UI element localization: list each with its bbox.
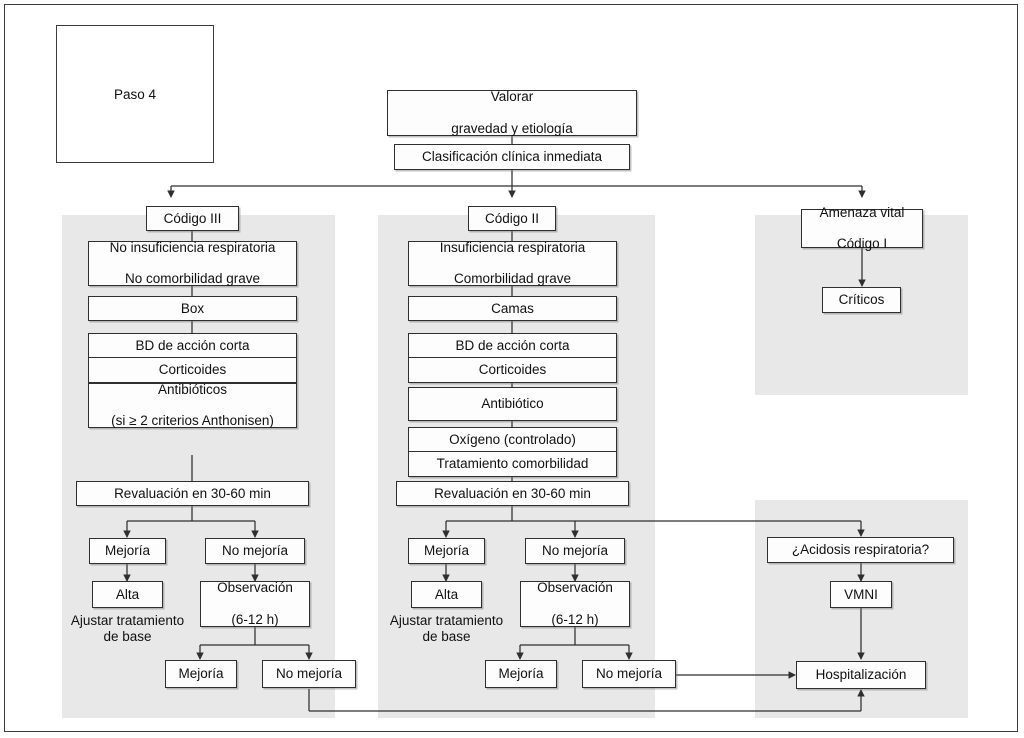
middle-comorbidity-text: Tratamiento comorbilidad xyxy=(436,456,589,472)
branch-code-i-text: Amenaza vital Código I xyxy=(812,205,913,253)
branch-code-i-line-2: Código I xyxy=(836,236,888,252)
assess-text: Valorar gravedad y etiología xyxy=(443,89,581,137)
middle-discharge-box[interactable]: Alta xyxy=(411,581,482,608)
middle-improve-text: Mejoría xyxy=(423,543,469,559)
left-adjust-line-1: Ajustar tratamiento xyxy=(70,612,185,628)
left-drug-1-text: BD de acción corta xyxy=(135,337,250,353)
middle-comorbidity-row[interactable]: Tratamiento comorbilidad xyxy=(409,452,616,476)
middle-no-improve2-text: No mejoría xyxy=(595,666,663,682)
middle-no-improve-text: No mejoría xyxy=(541,543,609,559)
left-improve-text: Mejoría xyxy=(104,543,150,559)
step-label-box: Paso 4 xyxy=(56,25,214,163)
middle-observation-box[interactable]: Observación (6-12 h) xyxy=(520,580,630,628)
left-adjust-note: Ajustar tratamiento de base xyxy=(60,610,195,648)
left-drug-1-row[interactable]: BD de acción corta xyxy=(89,334,296,358)
branch-code-i-line-1: Amenaza vital xyxy=(819,204,905,220)
middle-oxygen-text: Oxígeno (controlado) xyxy=(449,431,576,447)
middle-observation-text: Observación (6-12 h) xyxy=(529,580,621,628)
middle-oxygen-row[interactable]: Oxígeno (controlado) xyxy=(409,428,616,452)
right-acidosis-text: ¿Acidosis respiratoria? xyxy=(791,542,930,558)
left-no-improve-text: No mejoría xyxy=(221,543,289,559)
middle-observation-line-2: (6-12 h) xyxy=(551,611,599,627)
middle-drugs-stack[interactable]: BD de acción corta Corticoides xyxy=(408,333,617,383)
middle-adjust-text: Ajustar tratamiento de base xyxy=(390,613,503,646)
middle-improve2-text: Mejoría xyxy=(498,666,544,682)
right-hospital-box[interactable]: Hospitalización xyxy=(796,661,926,689)
middle-criteria-line-1: Insuficiencia respiratoria xyxy=(439,239,586,255)
left-discharge-text: Alta xyxy=(115,586,140,602)
branch-code-i[interactable]: Amenaza vital Código I xyxy=(801,205,923,251)
left-drugs-stack[interactable]: BD de acción corta Corticoides xyxy=(88,333,297,383)
branch-code-ii-label: Código II xyxy=(484,210,540,226)
left-reassess-box[interactable]: Revaluación en 30-60 min xyxy=(76,481,309,506)
middle-adjust-line-1: Ajustar tratamiento xyxy=(389,612,504,628)
middle-antibiotic-text: Antibiótico xyxy=(481,396,544,412)
right-vmni-text: VMNI xyxy=(844,586,878,602)
left-observation-line-1: Observación xyxy=(217,580,293,596)
left-criteria-text: No insuficiencia respiratoria No comorbi… xyxy=(102,240,284,288)
left-no-improve2-box[interactable]: No mejoría xyxy=(262,660,356,688)
middle-criteria-text: Insuficiencia respiratoria Comorbilidad … xyxy=(432,240,594,288)
left-adjust-text: Ajustar tratamiento de base xyxy=(71,613,184,646)
middle-reassess-text: Revaluación en 30-60 min xyxy=(434,485,591,501)
right-vmni-box[interactable]: VMNI xyxy=(830,581,892,608)
middle-adjust-line-2: de base xyxy=(422,629,471,644)
middle-observation-line-1: Observación xyxy=(537,580,613,596)
left-improve-box[interactable]: Mejoría xyxy=(89,538,166,564)
middle-oxygen-stack[interactable]: Oxígeno (controlado) Tratamiento comorbi… xyxy=(408,427,617,477)
middle-improve2-box[interactable]: Mejoría xyxy=(485,660,557,688)
left-improve2-text: Mejoría xyxy=(178,666,224,682)
assess-line-2: gravedad y etiología xyxy=(451,120,573,136)
branch-code-iii-label: Código III xyxy=(163,210,222,226)
left-observation-line-2: (6-12 h) xyxy=(231,611,279,627)
assess-line-1: Valorar xyxy=(490,89,534,105)
left-drug-2-row[interactable]: Corticoides xyxy=(89,358,296,382)
left-antibiotics-line-1: Antibióticos xyxy=(157,381,228,397)
branch-code-iii[interactable]: Código III xyxy=(146,206,239,231)
middle-adjust-note: Ajustar tratamiento de base xyxy=(379,610,514,648)
step-label-text: Paso 4 xyxy=(113,86,157,102)
middle-improve-box[interactable]: Mejoría xyxy=(408,538,485,564)
middle-no-improve2-box[interactable]: No mejoría xyxy=(582,660,676,688)
middle-discharge-text: Alta xyxy=(434,586,459,602)
left-no-improve-box[interactable]: No mejoría xyxy=(205,538,305,564)
left-antibiotics-text: Antibióticos (si ≥ 2 criterios Anthonise… xyxy=(103,382,282,430)
right-critical-text: Críticos xyxy=(838,292,885,308)
middle-drug-2-text: Corticoides xyxy=(478,362,547,378)
left-improve2-box[interactable]: Mejoría xyxy=(165,660,237,688)
left-observation-text: Observación (6-12 h) xyxy=(209,580,301,628)
left-discharge-box[interactable]: Alta xyxy=(92,581,163,608)
left-antibiotics-line-2: (si ≥ 2 criterios Anthonisen) xyxy=(111,413,274,429)
left-drug-2-text: Corticoides xyxy=(158,362,227,378)
classify-box[interactable]: Clasificación clínica inmediata xyxy=(394,144,630,170)
classify-text: Clasificación clínica inmediata xyxy=(421,149,603,165)
left-no-improve2-text: No mejoría xyxy=(275,666,343,682)
left-antibiotics-box[interactable]: Antibióticos (si ≥ 2 criterios Anthonise… xyxy=(88,382,297,430)
right-hospital-text: Hospitalización xyxy=(815,667,907,683)
branch-code-ii[interactable]: Código II xyxy=(468,206,556,231)
left-location-text: Box xyxy=(180,300,205,316)
middle-no-improve-box[interactable]: No mejoría xyxy=(525,538,625,564)
left-criteria-line-1: No insuficiencia respiratoria xyxy=(109,239,276,255)
middle-antibiotic-box[interactable]: Antibiótico xyxy=(408,387,617,421)
middle-location-text: Camas xyxy=(491,300,534,316)
middle-drug-2-row[interactable]: Corticoides xyxy=(409,358,616,382)
right-critical-box[interactable]: Críticos xyxy=(822,287,901,313)
middle-reassess-box[interactable]: Revaluación en 30-60 min xyxy=(396,481,629,506)
right-acidosis-box[interactable]: ¿Acidosis respiratoria? xyxy=(767,537,954,563)
left-observation-box[interactable]: Observación (6-12 h) xyxy=(200,580,310,628)
middle-criteria-box[interactable]: Insuficiencia respiratoria Comorbilidad … xyxy=(408,240,617,288)
middle-drug-1-row[interactable]: BD de acción corta xyxy=(409,334,616,358)
assess-box[interactable]: Valorar gravedad y etiología xyxy=(387,89,637,137)
middle-criteria-line-2: Comorbilidad grave xyxy=(453,271,572,287)
left-adjust-line-2: de base xyxy=(103,629,152,644)
left-criteria-box[interactable]: No insuficiencia respiratoria No comorbi… xyxy=(88,240,297,288)
left-location-box[interactable]: Box xyxy=(88,296,297,321)
left-reassess-text: Revaluación en 30-60 min xyxy=(114,485,271,501)
middle-location-box[interactable]: Camas xyxy=(408,296,617,321)
left-criteria-line-2: No comorbilidad grave xyxy=(124,271,261,287)
middle-drug-1-text: BD de acción corta xyxy=(455,337,570,353)
